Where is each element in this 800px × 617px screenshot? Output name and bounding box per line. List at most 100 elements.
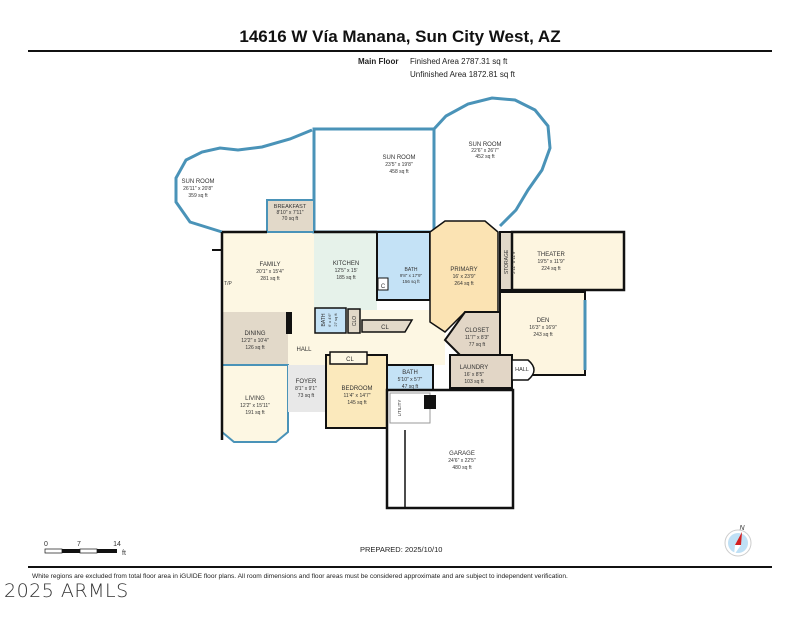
- label-storage-dims: 3'11" x 11'9": [511, 250, 516, 274]
- room-clo: [347, 308, 361, 334]
- label-laundry-name: LAUNDRY: [460, 365, 489, 371]
- label-closet-area: 77 sq ft: [469, 342, 486, 348]
- label-hall-right: HALL: [515, 367, 529, 373]
- label-primary-name: PRIMARY: [450, 267, 477, 273]
- footer-divider: [28, 566, 772, 568]
- label-primary-area: 264 sq ft: [454, 281, 474, 287]
- room-sunroom-left-wall: [174, 128, 313, 234]
- label-family-name: FAMILY: [260, 262, 281, 268]
- label-utility: UTILITY: [397, 400, 402, 417]
- label-foyer-dims: 8'1" x 9'1": [295, 386, 317, 392]
- label-dining-dims: 12'2" x 10'4": [241, 338, 269, 344]
- label-breakfast-area: 70 sq ft: [282, 216, 299, 222]
- label-den-name: DEN: [537, 318, 550, 324]
- label-storage-name: STORAGE: [504, 249, 510, 274]
- label-sunroom-right-name: SUN ROOM: [469, 142, 502, 148]
- label-garage-dims: 24'6" x 22'5": [448, 458, 476, 464]
- label-sunroom-left-area: 359 sq ft: [188, 193, 208, 199]
- label-clo: CLO: [352, 316, 358, 326]
- label-living-dims: 12'2" x 15'11": [240, 403, 270, 409]
- finished-area: Finished Area 2787.31 sq ft: [410, 57, 508, 66]
- label-bath-small-dims: 5'10" x 5'7": [398, 377, 423, 383]
- label-garage-name: GARAGE: [449, 451, 475, 457]
- label-bedroom-dims: 11'4" x 14'7": [343, 393, 370, 399]
- label-sunroom-left-dims: 26'11" x 20'8": [183, 186, 213, 192]
- label-laundry-area: 103 sq ft: [464, 379, 484, 385]
- room-cl-bedroom: [329, 351, 368, 365]
- label-bath-small-name: BATH: [402, 370, 418, 376]
- watermark: 2025 ARMLS: [4, 580, 129, 602]
- label-den-area: 243 sq ft: [533, 332, 553, 338]
- label-kitchen-dims: 12'5" x 15': [335, 268, 358, 274]
- scale-tick-7: 7: [77, 541, 81, 548]
- wall-pillar: [286, 312, 292, 334]
- room-kitchen: [314, 232, 377, 310]
- label-family-dims: 20'1" x 15'4": [256, 269, 284, 275]
- header-divider: [28, 50, 772, 52]
- disclaimer: White regions are excluded from total fl…: [32, 573, 568, 580]
- label-breakfast-dims: 8'10" x 7'11": [276, 210, 303, 216]
- label-sunroom-center-area: 458 sq ft: [389, 169, 409, 175]
- room-labels: SUN ROOM 26'11" x 20'8" 359 sq ft SUN RO…: [182, 142, 566, 471]
- label-theater-name: THEATER: [537, 252, 565, 258]
- prepared-date: PREPARED: 2025/10/10: [360, 545, 443, 554]
- label-living-name: LIVING: [245, 396, 265, 402]
- label-laundry-dims: 16' x 8'5": [464, 372, 484, 378]
- label-foyer-name: FOYER: [296, 379, 317, 385]
- label-bath-primary-dims: 9'8" x 17'9": [400, 273, 423, 278]
- label-sunroom-center-name: SUN ROOM: [383, 155, 416, 161]
- label-bedroom-name: BEDROOM: [341, 386, 372, 392]
- label-breakfast-name: BREAKFAST: [274, 204, 307, 210]
- label-kitchen-name: KITCHEN: [333, 261, 359, 267]
- label-bath-primary-name: BATH: [405, 267, 418, 273]
- floor-name: Main Floor: [358, 57, 399, 66]
- label-garage-area: 480 sq ft: [452, 465, 472, 471]
- compass-north-label: N: [739, 525, 745, 532]
- label-bath-kitchen-dims: 6' x 4'6": [327, 312, 332, 326]
- label-bath-small-area: 47 sq ft: [402, 384, 419, 390]
- room-dining: [222, 312, 288, 365]
- room-bath-small: [386, 364, 434, 391]
- label-cl-bedroom: CL: [346, 357, 354, 363]
- label-family-area: 281 sq ft: [260, 276, 280, 282]
- water-heater: [424, 395, 436, 409]
- room-cl-upper: [361, 319, 414, 333]
- scale-tick-14: 14: [113, 541, 121, 548]
- label-den-dims: 16'3" x 16'9": [529, 325, 557, 331]
- label-sunroom-left-name: SUN ROOM: [182, 179, 215, 185]
- room-hall-right: [511, 359, 535, 381]
- label-living-area: 191 sq ft: [245, 410, 265, 416]
- room-sunroom-center-wall: [312, 127, 436, 234]
- scale-bar: 0 7 14 ft: [44, 541, 126, 557]
- label-closet-name: CLOSET: [465, 328, 489, 334]
- compass-icon: N: [724, 525, 752, 557]
- label-theater-area: 224 sq ft: [541, 266, 561, 272]
- label-bath-primary-area: 156 sq ft: [402, 279, 420, 284]
- label-dining-name: DINING: [245, 331, 266, 337]
- label-cl-upper: CL: [381, 325, 389, 331]
- label-theater-dims: 19'5" x 11'9": [537, 259, 564, 265]
- label-kitchen-area: 185 sq ft: [336, 275, 356, 281]
- label-bath-kitchen-name: BATH: [321, 313, 327, 326]
- label-primary-dims: 16' x 23'9": [453, 274, 476, 280]
- room-theater: [510, 230, 626, 292]
- label-bath-kitchen-area: 27 sq ft: [333, 313, 338, 327]
- label-sunroom-right-dims: 22'6" x 26'7": [471, 148, 499, 154]
- room-bath-kitchen: [314, 307, 347, 334]
- label-foyer-area: 73 sq ft: [298, 393, 315, 399]
- label-hall: HALL: [296, 347, 312, 353]
- scale-unit: ft: [122, 550, 126, 557]
- label-closet-dims: 11'7" x 8'3": [465, 335, 489, 341]
- label-bedroom-area: 145 sq ft: [347, 400, 367, 406]
- label-dining-area: 126 sq ft: [245, 345, 265, 351]
- scale-tick-0: 0: [44, 541, 48, 548]
- label-c: C: [381, 284, 386, 290]
- room-sunroom-right-wall: [432, 96, 552, 228]
- room-foyer: [288, 365, 326, 412]
- room-breakfast: [266, 199, 315, 233]
- page-title: 14616 W Vía Manana, Sun City West, AZ: [239, 27, 561, 46]
- room-c: [377, 277, 389, 291]
- unfinished-area: Unfinished Area 1872.81 sq ft: [410, 70, 515, 79]
- label-sunroom-right-area: 452 sq ft: [475, 154, 495, 160]
